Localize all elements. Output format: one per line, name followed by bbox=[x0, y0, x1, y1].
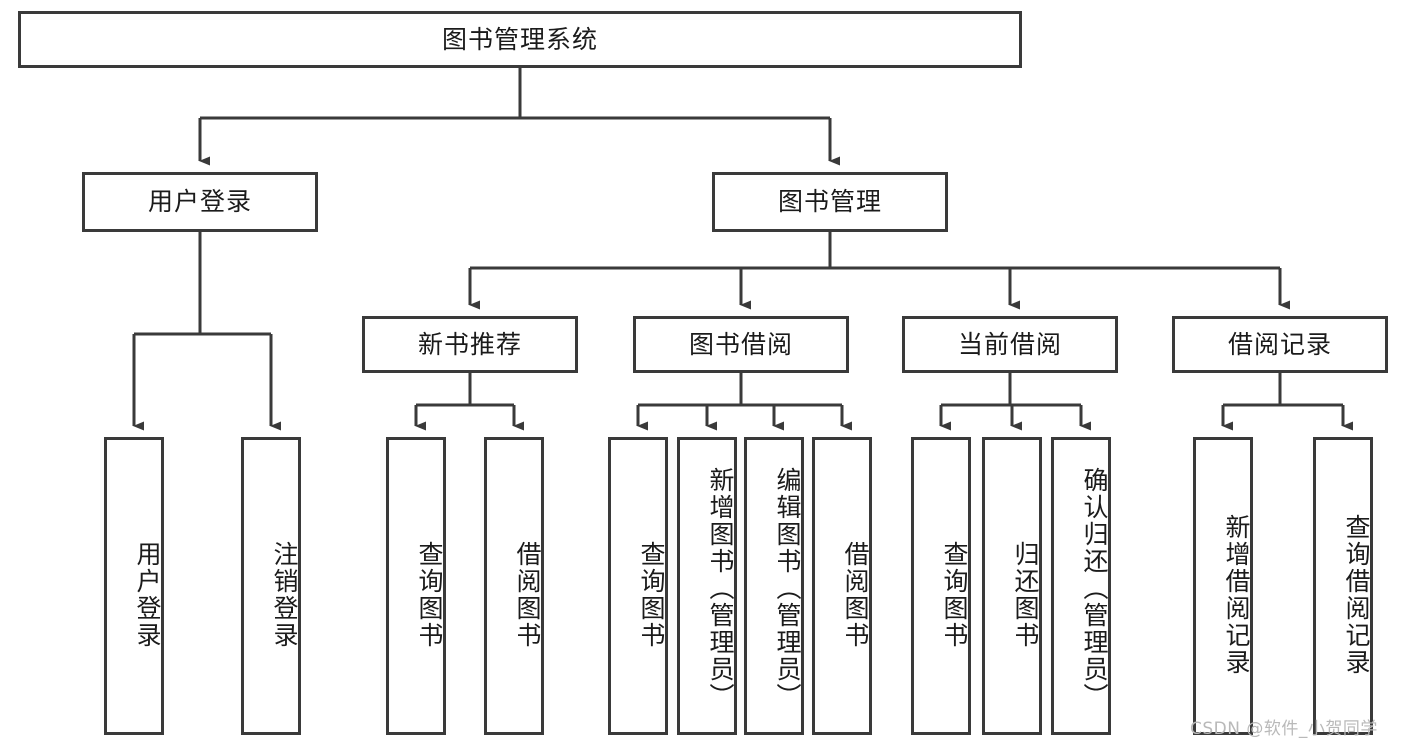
node-leaf-add-book[interactable]: 新增图书（管理员） bbox=[677, 437, 737, 735]
node-leaf-query-book-1[interactable]: 查询图书 bbox=[386, 437, 446, 735]
node-leaf-add-book-label: 新增图书（管理员） bbox=[706, 467, 735, 710]
node-leaf-edit-book[interactable]: 编辑图书（管理员） bbox=[744, 437, 804, 735]
node-borrow-record-label: 借阅记录 bbox=[1227, 329, 1332, 359]
node-leaf-query-book-3-label: 查询图书 bbox=[940, 541, 969, 649]
node-leaf-return-book-label: 归还图书 bbox=[1011, 541, 1040, 649]
node-current-borrow-label: 当前借阅 bbox=[957, 329, 1062, 359]
node-new-book-rec-label: 新书推荐 bbox=[417, 329, 522, 359]
node-leaf-add-record-label: 新增借阅记录 bbox=[1222, 514, 1251, 676]
node-leaf-add-record[interactable]: 新增借阅记录 bbox=[1193, 437, 1253, 735]
node-leaf-borrow-book-1-label: 借阅图书 bbox=[513, 541, 542, 649]
node-root[interactable]: 图书管理系统 bbox=[18, 11, 1022, 68]
node-user-login-label: 用户登录 bbox=[147, 187, 252, 217]
node-leaf-query-book-2[interactable]: 查询图书 bbox=[608, 437, 668, 735]
node-leaf-return-book[interactable]: 归还图书 bbox=[982, 437, 1042, 735]
node-leaf-borrow-book-2-label: 借阅图书 bbox=[841, 541, 870, 649]
node-leaf-confirm-return[interactable]: 确认归还（管理员） bbox=[1051, 437, 1111, 735]
node-leaf-logout-label: 注销登录 bbox=[270, 541, 299, 649]
node-borrow-record[interactable]: 借阅记录 bbox=[1172, 316, 1388, 373]
node-leaf-query-book-1-label: 查询图书 bbox=[415, 541, 444, 649]
node-leaf-edit-book-label: 编辑图书（管理员） bbox=[773, 467, 802, 710]
csdn-watermark: CSDN @软件_小贺同学 bbox=[1190, 719, 1378, 739]
node-leaf-query-record-label: 查询借阅记录 bbox=[1342, 514, 1371, 676]
node-book-borrow-label: 图书借阅 bbox=[688, 329, 793, 359]
node-root-label: 图书管理系统 bbox=[441, 24, 598, 54]
node-book-manage-label: 图书管理 bbox=[777, 187, 882, 217]
node-leaf-confirm-return-label: 确认归还（管理员） bbox=[1080, 467, 1109, 710]
node-leaf-borrow-book-1[interactable]: 借阅图书 bbox=[484, 437, 544, 735]
node-leaf-logout[interactable]: 注销登录 bbox=[241, 437, 301, 735]
node-user-login[interactable]: 用户登录 bbox=[82, 172, 318, 232]
node-new-book-rec[interactable]: 新书推荐 bbox=[362, 316, 578, 373]
node-book-manage[interactable]: 图书管理 bbox=[712, 172, 948, 232]
node-book-borrow[interactable]: 图书借阅 bbox=[633, 316, 849, 373]
node-leaf-borrow-book-2[interactable]: 借阅图书 bbox=[812, 437, 872, 735]
node-leaf-user-login[interactable]: 用户登录 bbox=[104, 437, 164, 735]
node-leaf-user-login-label: 用户登录 bbox=[133, 541, 162, 649]
node-leaf-query-record[interactable]: 查询借阅记录 bbox=[1313, 437, 1373, 735]
node-leaf-query-book-2-label: 查询图书 bbox=[637, 541, 666, 649]
node-leaf-query-book-3[interactable]: 查询图书 bbox=[911, 437, 971, 735]
node-current-borrow[interactable]: 当前借阅 bbox=[902, 316, 1118, 373]
